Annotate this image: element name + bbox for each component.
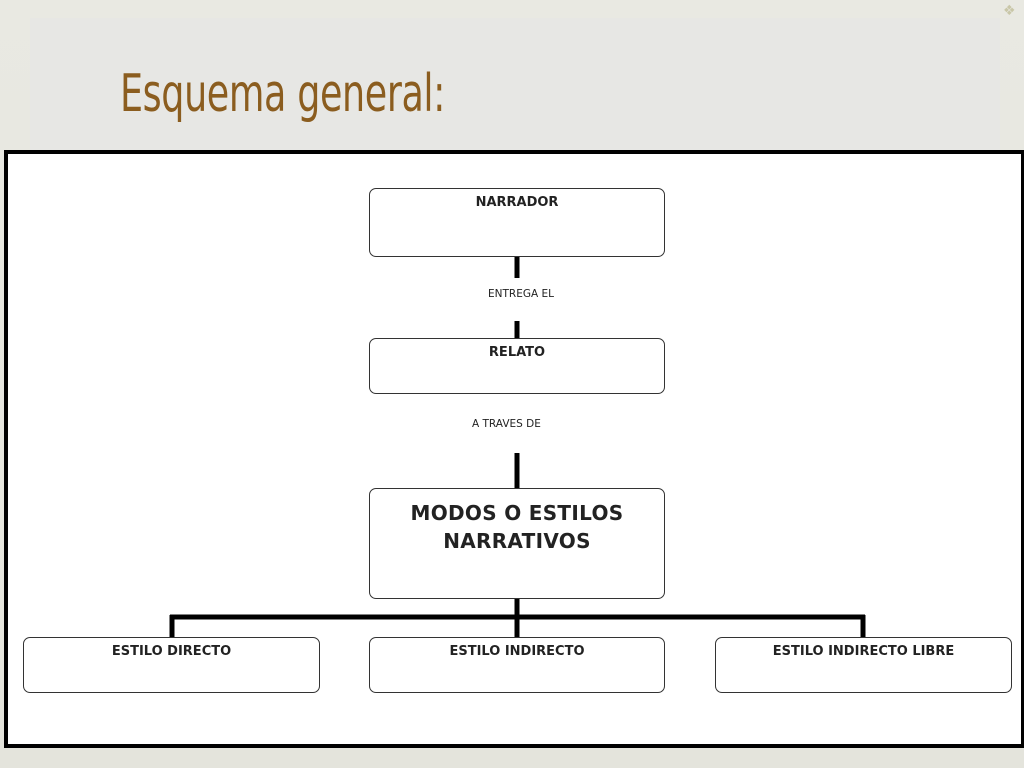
node-estilo-indirecto-libre: ESTILO INDIRECTO LIBRE [715, 637, 1012, 693]
node-relato: RELATO [369, 338, 665, 394]
edge-label-entrega: ENTREGA EL [488, 288, 554, 300]
edge-label-traves: A TRAVES DE [472, 418, 541, 430]
title-band [30, 18, 1000, 150]
slide-title: Esquema general: [120, 64, 446, 124]
node-narrador: NARRADOR [369, 188, 665, 257]
corner-decoration-icon: ❖ [1003, 3, 1016, 19]
node-modos-estilos: MODOS O ESTILOS NARRATIVOS [369, 488, 665, 599]
node-estilo-directo: ESTILO DIRECTO [23, 637, 320, 693]
node-estilo-indirecto: ESTILO INDIRECTO [369, 637, 665, 693]
